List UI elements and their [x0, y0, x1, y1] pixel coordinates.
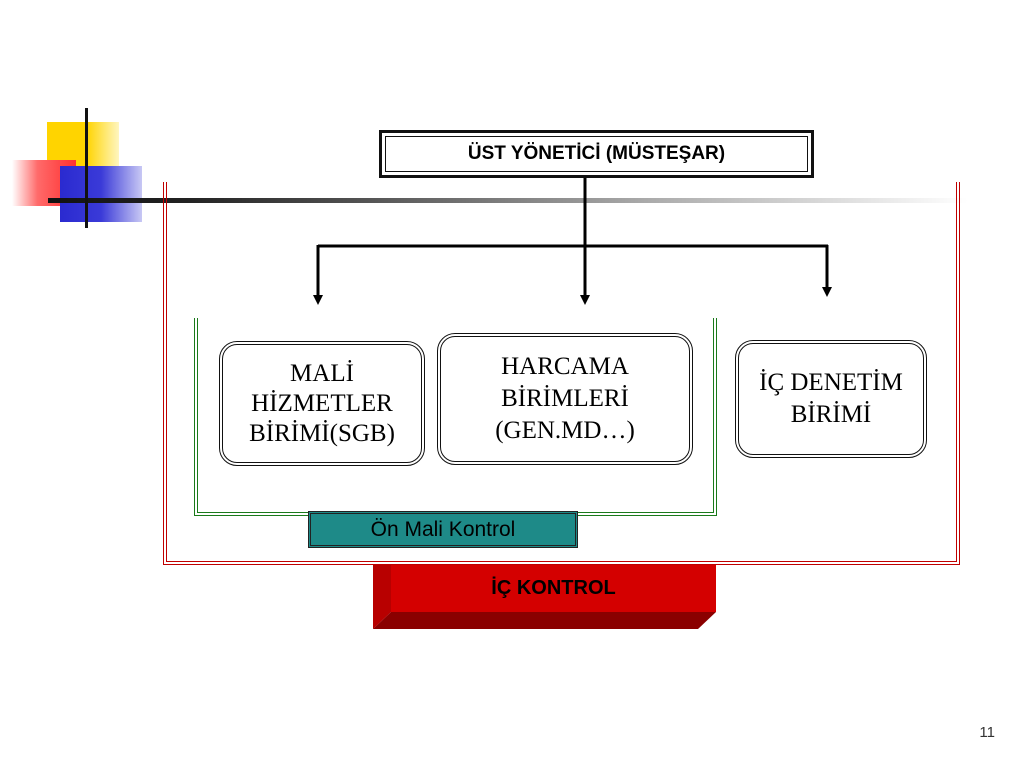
- unit-line: BİRİMLERİ: [501, 385, 629, 412]
- header-rule: [48, 198, 968, 203]
- logo-blue-square: [60, 166, 142, 222]
- internal-control-block: İÇ KONTROL: [373, 565, 716, 629]
- logo-vertical-line: [85, 108, 88, 228]
- unit-box-internal-audit: İÇ DENETİM BİRİMİ: [735, 340, 927, 458]
- unit-line: HARCAMA: [501, 353, 629, 380]
- unit-line: MALİ: [290, 359, 354, 387]
- pre-control-label: Ön Mali Kontrol: [308, 511, 578, 548]
- internal-control-frame: [163, 182, 960, 565]
- page-number: 11: [979, 724, 995, 741]
- unit-line: İÇ DENETİM: [759, 369, 903, 396]
- unit-line: (GEN.MD…): [495, 417, 635, 444]
- unit-line: BİRİMİ(SGB): [249, 419, 395, 447]
- unit-line: BİRİMİ: [790, 401, 872, 428]
- unit-box-spending-units: HARCAMA BİRİMLERİ (GEN.MD…): [437, 333, 693, 465]
- internal-control-shape: [373, 565, 716, 629]
- internal-control-label: İÇ KONTROL: [491, 577, 616, 599]
- unit-box-financial-services: MALİ HİZMETLER BİRİMİ(SGB): [219, 341, 425, 466]
- top-executive-label: ÜST YÖNETİCİ (MÜSTEŞAR): [385, 136, 808, 172]
- top-executive-box: ÜST YÖNETİCİ (MÜSTEŞAR): [379, 130, 814, 178]
- unit-line: HİZMETLER: [251, 389, 393, 417]
